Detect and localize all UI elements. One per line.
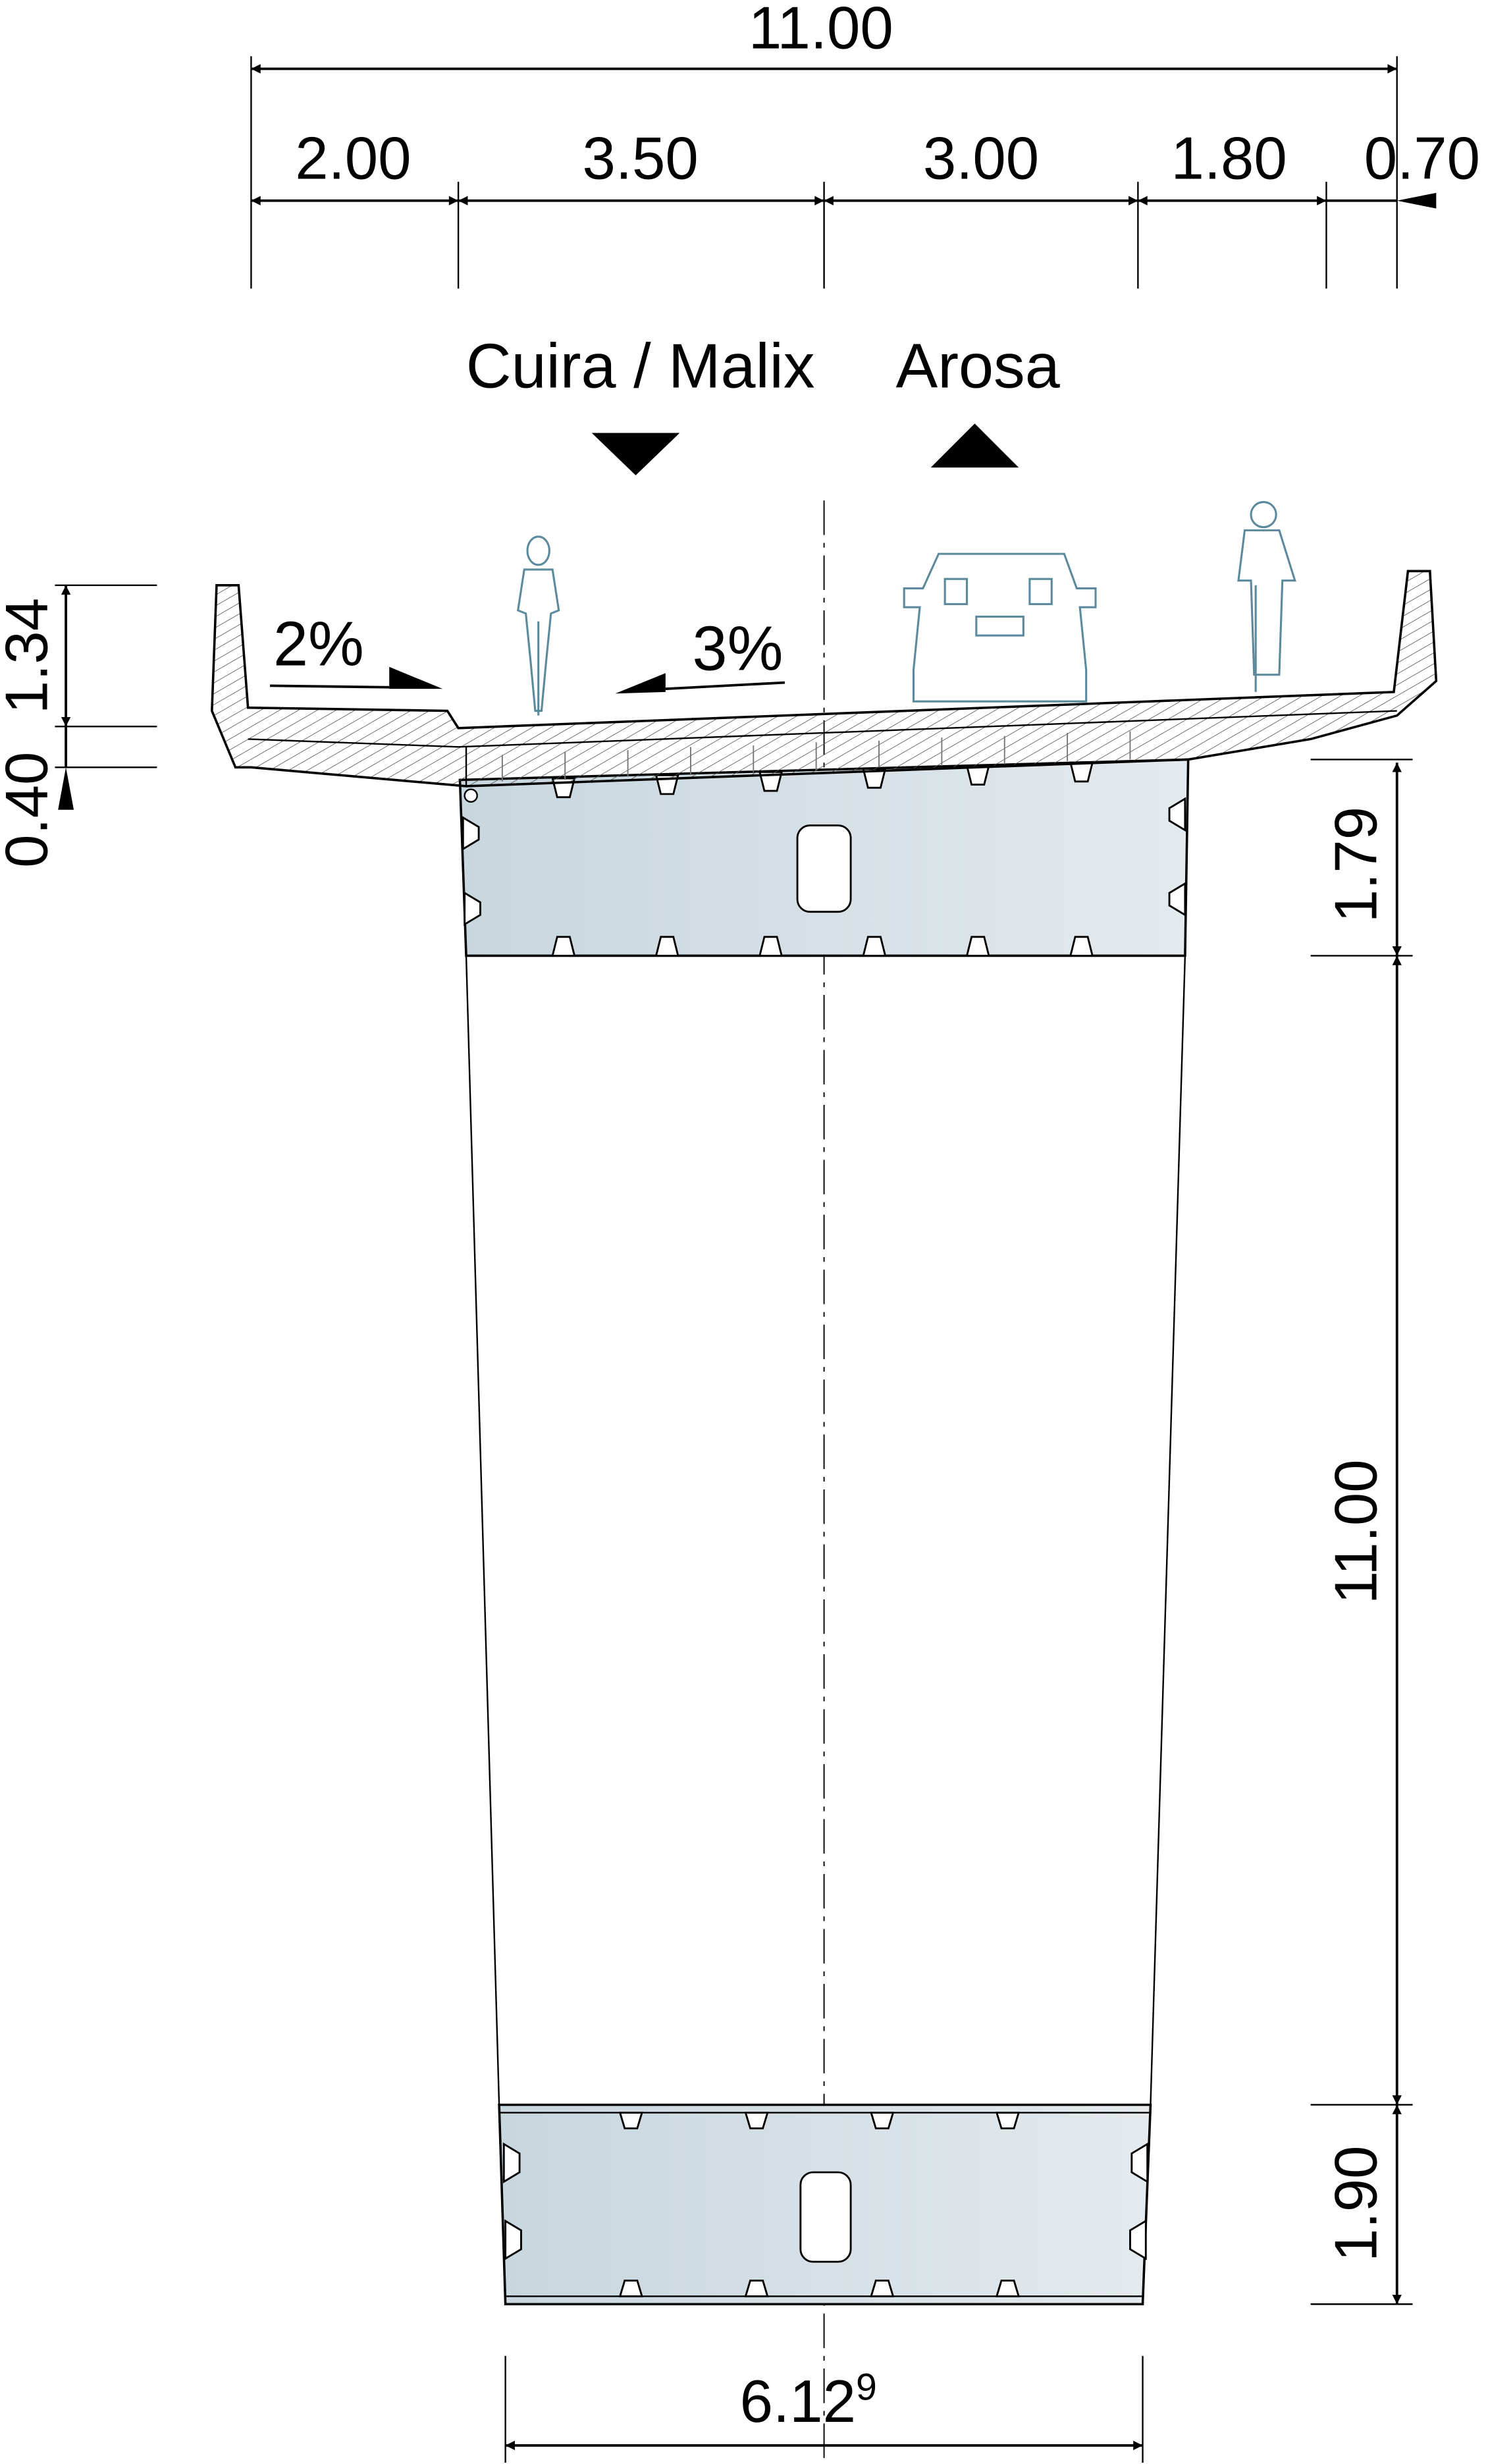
- cyclist-left: [516, 535, 560, 716]
- right-dimension-chain: 1.79 11.00 1.90: [1310, 759, 1413, 2305]
- left-dimension-chain: 1.34 0.40: [0, 584, 157, 868]
- lower-box-height-label: 1.90: [1323, 2146, 1390, 2262]
- bottom-width-label: 6.129: [740, 2367, 877, 2435]
- lower-box-girder: [498, 2103, 1152, 2306]
- pier: [465, 955, 1186, 2105]
- up-arrow-icon: [930, 423, 1019, 468]
- segment-label: 1.80: [1171, 125, 1287, 192]
- slope-arrow-icon: [389, 666, 443, 689]
- traffic-directions: Cuira / Malix Arosa: [466, 331, 1061, 475]
- bottom-dimension: 6.129: [504, 2355, 1144, 2463]
- lower-left-height-label: 0.40: [0, 752, 61, 868]
- pier-height-label: 11.00: [1323, 1459, 1390, 1604]
- upper-left-height-label: 1.34: [0, 598, 61, 714]
- top-dimension-chain: 11.00 2.00 3.50 3.00 1.80 0.70: [250, 0, 1480, 289]
- car: [903, 552, 1097, 703]
- upper-box-height-label: 1.79: [1323, 807, 1390, 923]
- deck-slab: [211, 570, 1438, 788]
- direction-right-label: Arosa: [896, 331, 1061, 401]
- segment-label: 3.50: [583, 125, 699, 192]
- segment-label: 2.00: [295, 125, 411, 192]
- slope-left: 2%: [270, 609, 443, 689]
- slope-right: 3%: [615, 614, 785, 694]
- segment-label: 0.70: [1364, 125, 1480, 192]
- slope-left-label: 2%: [273, 609, 364, 679]
- segment-label: 3.00: [923, 125, 1039, 192]
- cyclist-right: [1237, 500, 1296, 692]
- down-arrow-icon: [591, 433, 680, 475]
- direction-left-label: Cuira / Malix: [466, 331, 815, 401]
- slope-right-label: 3%: [693, 614, 784, 684]
- total-width-label: 11.00: [749, 0, 893, 61]
- upper-box-girder: [458, 758, 1190, 957]
- slope-arrow-icon: [615, 673, 666, 694]
